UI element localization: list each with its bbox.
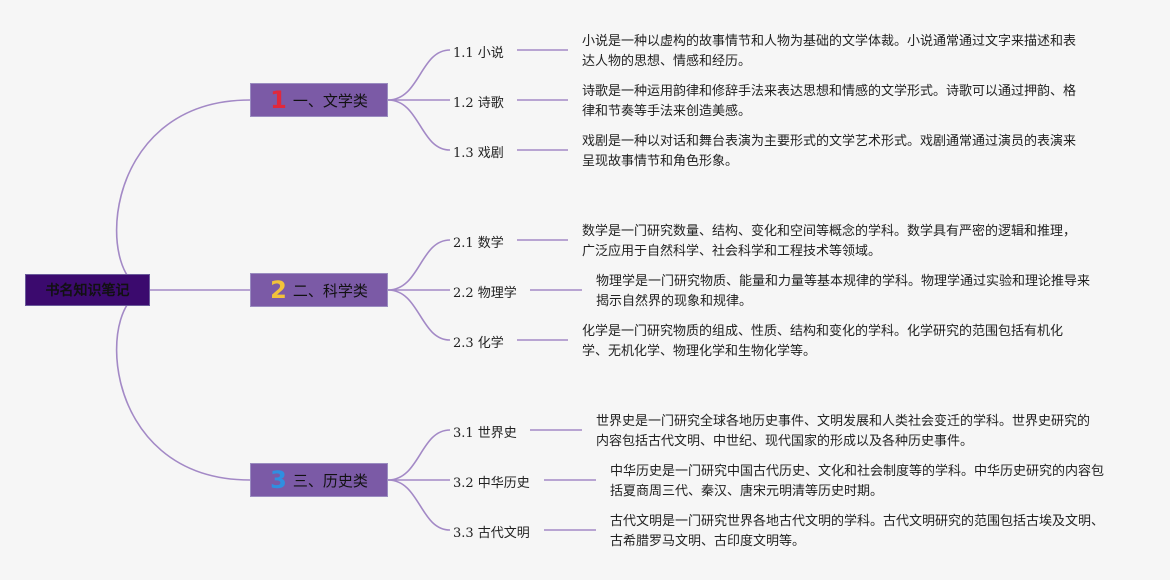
number-2-icon: 2: [270, 276, 287, 304]
subnode-1-1[interactable]: 1.1 小说: [453, 46, 504, 61]
number-1-icon: 1: [270, 86, 287, 114]
description-2-3: 化学是一门研究物质的组成、性质、结构和变化的学科。化学研究的范围包括有机化学、无…: [582, 324, 1064, 359]
subnode-2-1[interactable]: 2.1 数学: [453, 236, 504, 251]
description-3-3: 古代文明是一门研究世界各地古代文明的学科。古代文明研究的范围包括古埃及文明、古希…: [610, 514, 1105, 549]
description-3-2: 中华历史是一门研究中国古代历史、文化和社会制度等的学科。中华历史研究的内容包括夏…: [610, 464, 1105, 499]
description-2-1: 数学是一门研究数量、结构、变化和空间等概念的学科。数学具有严密的逻辑和推理，广泛…: [582, 224, 1077, 259]
description-2-2: 物理学是一门研究物质、能量和力量等基本规律的学科。物理学通过实验和理论推导来揭示…: [596, 274, 1091, 309]
subnode-3-2[interactable]: 3.2 中华历史: [453, 476, 530, 491]
subnode-1-2[interactable]: 1.2 诗歌: [453, 96, 504, 111]
description-1-1: 小说是一种以虚构的故事情节和人物为基础的文学体裁。小说通常通过文字来描述和表达人…: [582, 34, 1077, 69]
subnode-2-2[interactable]: 2.2 物理学: [453, 286, 517, 301]
description-1-3: 戏剧是一种以对话和舞台表演为主要形式的文学艺术形式。戏剧通常通过演员的表演来呈现…: [582, 134, 1077, 169]
category-node-literature[interactable]: 1 一、文学类: [250, 83, 388, 117]
category-label: 二、科学类: [292, 281, 368, 300]
category-label: 三、历史类: [292, 471, 368, 490]
description-1-2: 诗歌是一种运用韵律和修辞手法来表达思想和情感的文学形式。诗歌可以通过押韵、格律和…: [582, 84, 1077, 119]
category-node-science[interactable]: 2 二、科学类: [250, 273, 388, 307]
category-label: 一、文学类: [292, 91, 368, 110]
subnode-1-3[interactable]: 1.3 戏剧: [453, 146, 504, 161]
root-label: 书名知识笔记: [45, 283, 130, 299]
root-node[interactable]: 书名知识笔记: [25, 274, 150, 306]
subnode-3-3[interactable]: 3.3 古代文明: [453, 526, 530, 541]
number-3-icon: 3: [270, 466, 287, 494]
subnode-3-1[interactable]: 3.1 世界史: [453, 426, 517, 441]
category-node-history[interactable]: 3 三、历史类: [250, 463, 388, 497]
subnode-2-3[interactable]: 2.3 化学: [453, 336, 504, 351]
description-3-1: 世界史是一门研究全球各地历史事件、文明发展和人类社会变迁的学科。世界史研究的内容…: [596, 414, 1091, 449]
